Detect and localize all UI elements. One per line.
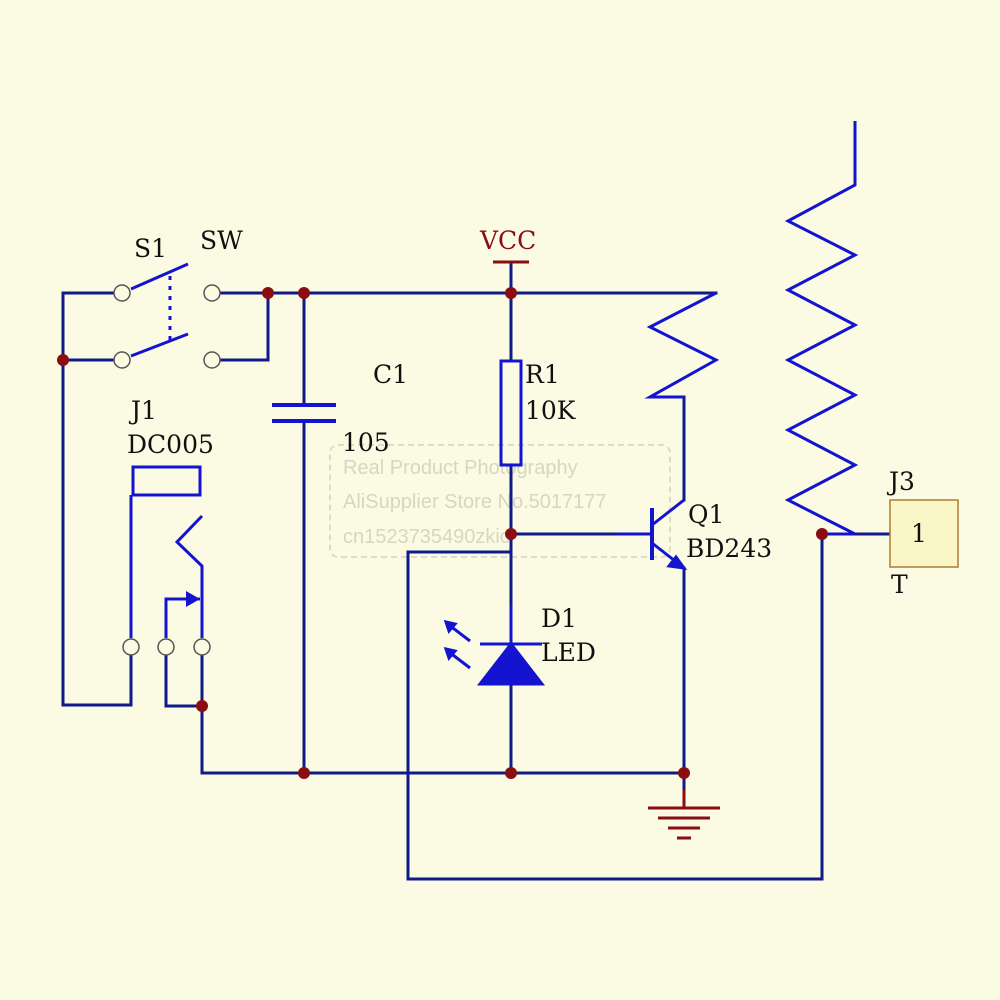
label-switch-value: SW [200, 226, 243, 255]
junction-dot [57, 354, 69, 366]
label-resistor-ref: R1 [525, 360, 560, 389]
wire-jack-ground [164, 645, 204, 708]
junctions [57, 287, 828, 779]
primary-coil [644, 291, 720, 399]
led-triangle [476, 641, 546, 686]
switch-terminal [113, 284, 131, 302]
switch-terminal [113, 351, 131, 369]
junction-dot [298, 767, 310, 779]
wires [61, 260, 892, 881]
switch-s1 [113, 262, 221, 369]
transistor-emitter-arrow [666, 554, 688, 570]
junction-dot [196, 700, 208, 712]
switch-terminal [203, 284, 221, 302]
wire-switch-right [210, 291, 270, 362]
label-led-value: LED [541, 638, 596, 667]
label-capacitor-ref: C1 [373, 360, 408, 389]
led-d1 [443, 605, 546, 686]
junction-dot [298, 287, 310, 299]
label-led-ref: D1 [541, 604, 577, 633]
label-vcc: VCC [479, 226, 536, 255]
led-light-arrowhead [443, 646, 458, 661]
jack-terminal [157, 638, 175, 656]
jack-body [131, 465, 202, 497]
label-switch-ref: S1 [134, 234, 167, 263]
watermark-line-3: cn1523735490zkio [343, 526, 511, 548]
wire-feedback-loop [406, 532, 824, 881]
watermark: Real Product Photography AliSupplier Sto… [329, 444, 671, 558]
capacitor-c1 [272, 403, 336, 423]
junction-dot [816, 528, 828, 540]
switch-blade-upper [130, 262, 189, 291]
label-jack-ref: J1 [128, 396, 157, 425]
label-resistor-value: 10K [525, 396, 577, 425]
label-capacitor-value: 105 [342, 428, 390, 457]
jack-spring-contact [174, 514, 204, 638]
label-transistor-value: BD243 [686, 534, 772, 563]
label-connector-pin: 1 [911, 519, 927, 548]
transistor-collector [651, 498, 685, 527]
watermark-line-2: AliSupplier Store No.5017177 [343, 491, 607, 513]
junction-dot [505, 767, 517, 779]
junction-dot [262, 287, 274, 299]
switch-terminal [203, 351, 221, 369]
switch-blade-lower [130, 332, 189, 358]
junction-dot [505, 528, 517, 540]
led-light-arrowhead [443, 619, 458, 634]
components [113, 121, 859, 686]
jack-terminal [193, 638, 211, 656]
watermark-line-1: Real Product Photography [343, 457, 578, 479]
junction-dot [505, 287, 517, 299]
label-connector-value: T [891, 570, 908, 599]
labels: S1 SW J1 DC005 C1 105 VCC R1 10K Q1 BD24… [127, 226, 927, 667]
label-connector-ref: J3 [886, 467, 915, 496]
connector-j3 [889, 499, 959, 568]
jack-contact-arrow [186, 591, 200, 607]
label-jack-value: DC005 [127, 430, 214, 459]
jack-terminal [122, 638, 140, 656]
label-transistor-ref: Q1 [688, 500, 724, 529]
ground-symbol [648, 790, 720, 840]
wire-left-loop [61, 291, 133, 707]
wire-ground-rail [200, 704, 686, 775]
resistor-r1 [499, 359, 523, 467]
junction-dot [678, 767, 690, 779]
secondary-coil [784, 121, 859, 536]
jack-j1 [122, 465, 211, 656]
transistor-q1 [617, 498, 688, 570]
